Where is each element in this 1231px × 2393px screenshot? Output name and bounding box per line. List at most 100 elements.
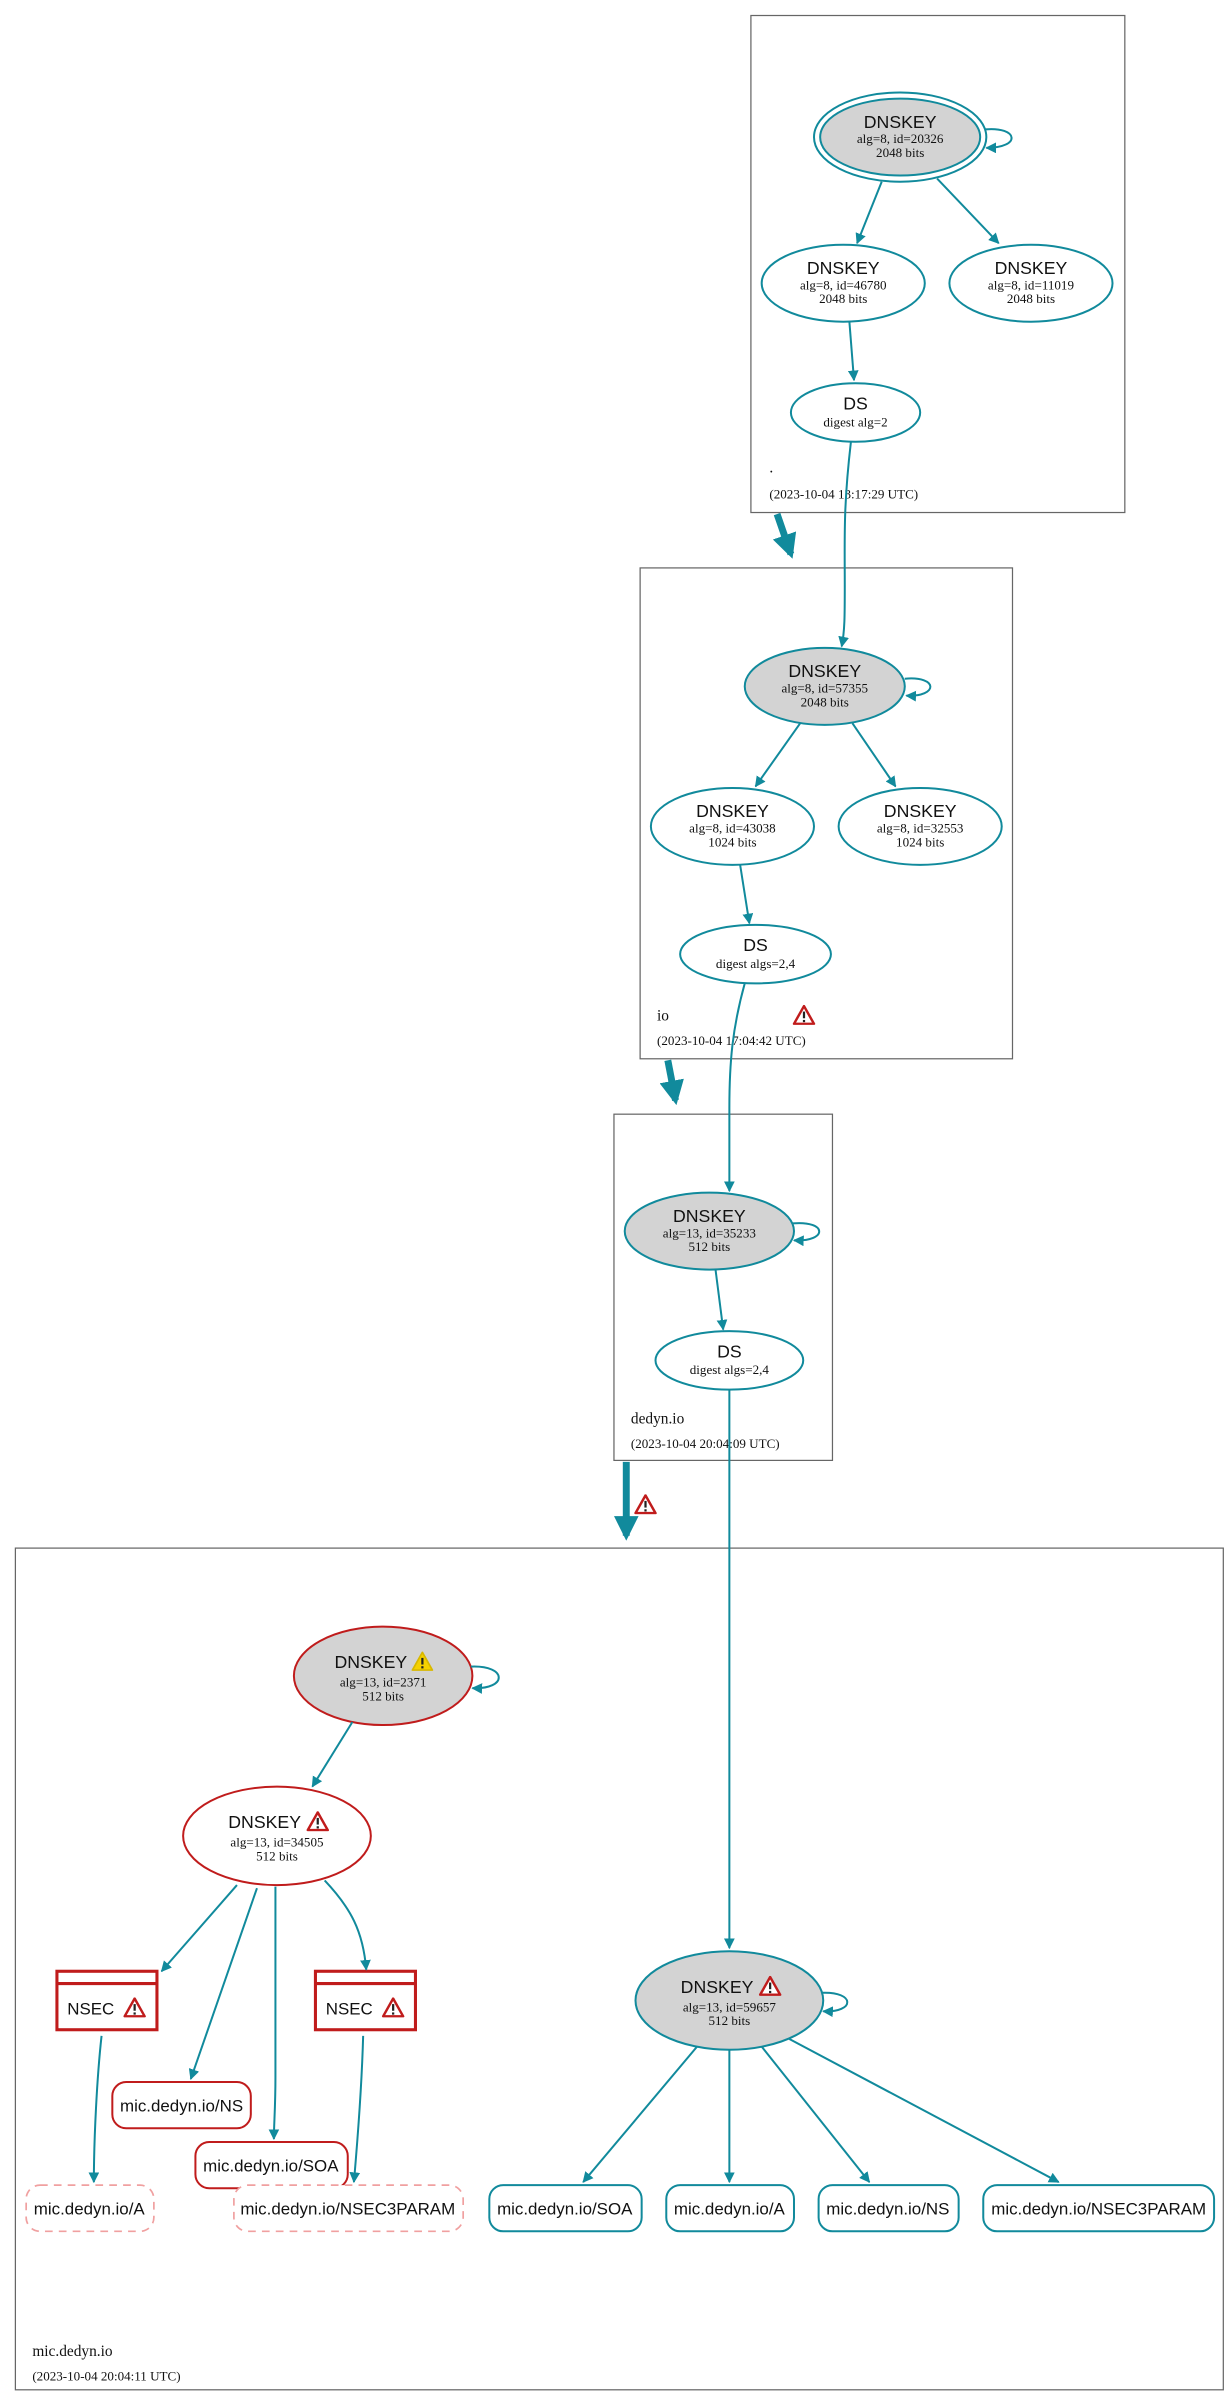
nsec-node[interactable]: NSEC bbox=[55, 1969, 159, 2032]
zone-timestamp: (2023-10-04 17:04:42 UTC) bbox=[657, 1033, 806, 1048]
dnskey-node-43038[interactable]: DNSKEY alg=8, id=43038 1024 bits bbox=[649, 786, 815, 866]
nsec-node[interactable]: NSEC bbox=[313, 1969, 418, 2032]
svg-text:512 bits: 512 bits bbox=[709, 2013, 751, 2028]
rrset-node-secure[interactable]: mic.dedyn.io/SOA bbox=[488, 2184, 643, 2233]
zone-io: io (2023-10-04 17:04:42 UTC) DNSKEY alg=… bbox=[639, 567, 1014, 1060]
edge bbox=[311, 1721, 354, 1788]
rrset-node-nonexistent[interactable]: mic.dedyn.io/A bbox=[25, 2184, 155, 2233]
svg-text:DS: DS bbox=[717, 1341, 742, 1361]
edge bbox=[323, 1879, 371, 1971]
edge bbox=[838, 441, 852, 648]
ds-node-root[interactable]: DS digest alg=2 bbox=[789, 382, 922, 443]
svg-text:DNSKEY: DNSKEY bbox=[228, 1812, 301, 1832]
svg-text:alg=8, id=20326: alg=8, id=20326 bbox=[857, 131, 944, 146]
svg-text:alg=13, id=59657: alg=13, id=59657 bbox=[683, 1999, 777, 2014]
svg-text:mic.dedyn.io/NS: mic.dedyn.io/NS bbox=[826, 2199, 949, 2218]
svg-text:mic.dedyn.io/A: mic.dedyn.io/A bbox=[674, 2199, 786, 2218]
svg-text:digest algs=2,4: digest algs=2,4 bbox=[690, 1362, 770, 1377]
edge bbox=[855, 181, 883, 245]
svg-text:DS: DS bbox=[843, 393, 868, 413]
rrset-node-invalid[interactable]: mic.dedyn.io/NS bbox=[111, 2081, 252, 2130]
edge bbox=[821, 1991, 849, 2018]
svg-text:DNSKEY: DNSKEY bbox=[884, 801, 957, 821]
svg-text:DNSKEY: DNSKEY bbox=[788, 661, 861, 681]
svg-text:alg=8, id=57355: alg=8, id=57355 bbox=[781, 681, 868, 696]
edge bbox=[847, 321, 859, 382]
svg-text:alg=13, id=2371: alg=13, id=2371 bbox=[340, 1675, 427, 1690]
svg-text:mic.dedyn.io/A: mic.dedyn.io/A bbox=[34, 2199, 146, 2218]
edge bbox=[723, 983, 746, 1193]
svg-text:DS: DS bbox=[743, 935, 768, 955]
dnskey-node-57355[interactable]: DNSKEY alg=8, id=57355 2048 bits bbox=[743, 646, 906, 726]
zone-name: dedyn.io bbox=[631, 1410, 685, 1427]
dnskey-node-2371[interactable]: DNSKEY alg=13, id=2371 512 bits bbox=[292, 1625, 474, 1727]
ds-node-dedyn-io[interactable]: DS digest algs=2,4 bbox=[654, 1330, 805, 1391]
rrset-node-invalid[interactable]: mic.dedyn.io/SOA bbox=[194, 2141, 349, 2190]
svg-text:512 bits: 512 bits bbox=[688, 1239, 730, 1254]
rrset-node-secure[interactable]: mic.dedyn.io/NS bbox=[817, 2184, 960, 2233]
zone-timestamp: (2023-10-04 20:04:11 UTC) bbox=[32, 2369, 180, 2384]
edge bbox=[349, 2035, 365, 2184]
edge bbox=[760, 2046, 871, 2183]
svg-text:512 bits: 512 bits bbox=[256, 1848, 298, 1863]
error-icon[interactable] bbox=[634, 1494, 657, 1515]
edge bbox=[792, 1222, 821, 1247]
dnskey-node-11019[interactable]: DNSKEY alg=8, id=11019 2048 bits bbox=[948, 243, 1114, 323]
svg-text:alg=8, id=32553: alg=8, id=32553 bbox=[877, 821, 964, 836]
edge bbox=[739, 864, 754, 925]
edge bbox=[714, 1269, 728, 1331]
svg-text:mic.dedyn.io/SOA: mic.dedyn.io/SOA bbox=[497, 2199, 633, 2218]
dnskey-node-59657[interactable]: DNSKEY alg=13, id=59657 512 bits bbox=[634, 1950, 825, 2051]
svg-text:DNSKEY: DNSKEY bbox=[807, 258, 880, 278]
rrset-node-secure[interactable]: mic.dedyn.io/A bbox=[665, 2184, 795, 2233]
svg-text:1024 bits: 1024 bits bbox=[708, 834, 756, 849]
delegation-arrow bbox=[772, 512, 797, 559]
dnskey-node-32553[interactable]: DNSKEY alg=8, id=32553 1024 bits bbox=[837, 786, 1003, 866]
svg-text:1024 bits: 1024 bits bbox=[896, 834, 944, 849]
edge bbox=[470, 1665, 500, 1694]
svg-text:mic.dedyn.io/NSEC3PARAM: mic.dedyn.io/NSEC3PARAM bbox=[991, 2199, 1206, 2218]
svg-text:digest algs=2,4: digest algs=2,4 bbox=[716, 956, 796, 971]
zone-mic-dedyn-io: mic.dedyn.io (2023-10-04 20:04:11 UTC) D… bbox=[14, 1547, 1224, 2391]
svg-text:DNSKEY: DNSKEY bbox=[696, 801, 769, 821]
dnskey-node-46780[interactable]: DNSKEY alg=8, id=46780 2048 bits bbox=[760, 243, 926, 323]
zone-name: mic.dedyn.io bbox=[32, 2343, 113, 2360]
svg-text:NSEC: NSEC bbox=[326, 1999, 373, 2018]
svg-text:mic.dedyn.io/NSEC3PARAM: mic.dedyn.io/NSEC3PARAM bbox=[240, 2199, 455, 2218]
edge bbox=[160, 1884, 238, 1973]
svg-text:2048 bits: 2048 bits bbox=[801, 694, 849, 709]
svg-text:2048 bits: 2048 bits bbox=[819, 291, 867, 306]
edge bbox=[851, 722, 897, 788]
rrset-node-nonexistent[interactable]: mic.dedyn.io/NSEC3PARAM bbox=[233, 2184, 465, 2233]
svg-text:alg=8, id=46780: alg=8, id=46780 bbox=[800, 277, 887, 292]
svg-text:mic.dedyn.io/NS: mic.dedyn.io/NS bbox=[120, 2096, 243, 2115]
svg-text:2048 bits: 2048 bits bbox=[1007, 291, 1055, 306]
dnskey-node-35233[interactable]: DNSKEY alg=13, id=35233 512 bits bbox=[623, 1191, 795, 1271]
svg-text:mic.dedyn.io/SOA: mic.dedyn.io/SOA bbox=[203, 2156, 339, 2175]
edge bbox=[936, 177, 1000, 245]
zone-name: . bbox=[769, 460, 773, 477]
edge bbox=[268, 1886, 280, 2141]
svg-text:alg=13, id=34505: alg=13, id=34505 bbox=[230, 1835, 324, 1850]
svg-text:alg=8, id=43038: alg=8, id=43038 bbox=[689, 821, 776, 836]
svg-text:digest alg=2: digest alg=2 bbox=[823, 414, 887, 429]
zone-root: . (2023-10-04 13:17:29 UTC) DNSKEY alg=8… bbox=[750, 14, 1126, 514]
svg-text:DNSKEY: DNSKEY bbox=[681, 1977, 754, 1997]
delegation-arrow bbox=[659, 1059, 684, 1106]
zone-timestamp: (2023-10-04 20:04:09 UTC) bbox=[631, 1436, 780, 1451]
edge bbox=[788, 2038, 1060, 2183]
svg-text:alg=8, id=11019: alg=8, id=11019 bbox=[988, 277, 1074, 292]
edge bbox=[88, 2035, 103, 2184]
svg-text:NSEC: NSEC bbox=[67, 1999, 114, 2018]
dnskey-node-34505[interactable]: DNSKEY alg=13, id=34505 512 bits bbox=[182, 1785, 372, 1887]
ds-node-io[interactable]: DS digest algs=2,4 bbox=[679, 923, 832, 985]
dnskey-node-20326[interactable]: DNSKEY alg=8, id=20326 2048 bits bbox=[812, 91, 988, 183]
edge bbox=[582, 2046, 698, 2183]
svg-text:2048 bits: 2048 bits bbox=[876, 145, 924, 160]
svg-text:DNSKEY: DNSKEY bbox=[864, 112, 937, 132]
svg-text:DNSKEY: DNSKEY bbox=[673, 1206, 746, 1226]
zone-name: io bbox=[657, 1007, 669, 1024]
svg-text:DNSKEY: DNSKEY bbox=[334, 1652, 407, 1672]
rrset-node-secure[interactable]: mic.dedyn.io/NSEC3PARAM bbox=[982, 2184, 1216, 2233]
